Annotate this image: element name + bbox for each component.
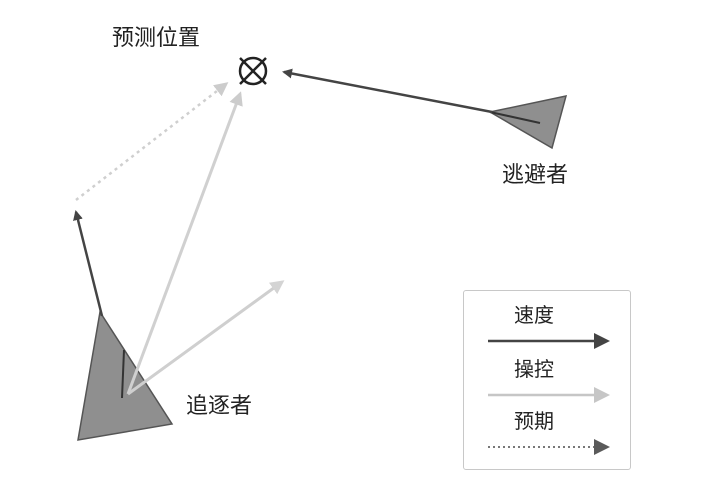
pursuer-triangle xyxy=(77,309,174,441)
evader-label: 逃避者 xyxy=(502,163,569,188)
dotted-projection-line xyxy=(75,82,229,201)
pursuer-label: 追逐者 xyxy=(186,394,253,419)
legend: 速度 操控 预期 xyxy=(463,290,631,470)
legend-item-steering: 操控 xyxy=(464,357,632,415)
evader-velocity-arrow xyxy=(282,68,493,114)
legend-arrow-desired xyxy=(488,439,610,455)
legend-label-desired: 预期 xyxy=(514,409,554,433)
predicted-position-label: 预测位置 xyxy=(112,26,201,51)
legend-label-velocity: 速度 xyxy=(514,303,554,327)
legend-item-desired: 预期 xyxy=(464,409,632,467)
predicted-position-crosshair-icon xyxy=(238,56,268,86)
legend-label-steering: 操控 xyxy=(514,357,554,381)
evader-heading-line xyxy=(489,111,541,124)
pursuer-heading-line xyxy=(121,349,125,399)
evader-triangle xyxy=(487,95,568,150)
steering-arrow xyxy=(127,280,285,396)
desired-velocity-arrow xyxy=(126,91,243,395)
legend-item-velocity: 速度 xyxy=(464,303,632,361)
pursuer-velocity-arrow xyxy=(73,210,104,317)
legend-arrow-steering xyxy=(488,387,610,403)
legend-arrow-velocity xyxy=(488,333,610,349)
